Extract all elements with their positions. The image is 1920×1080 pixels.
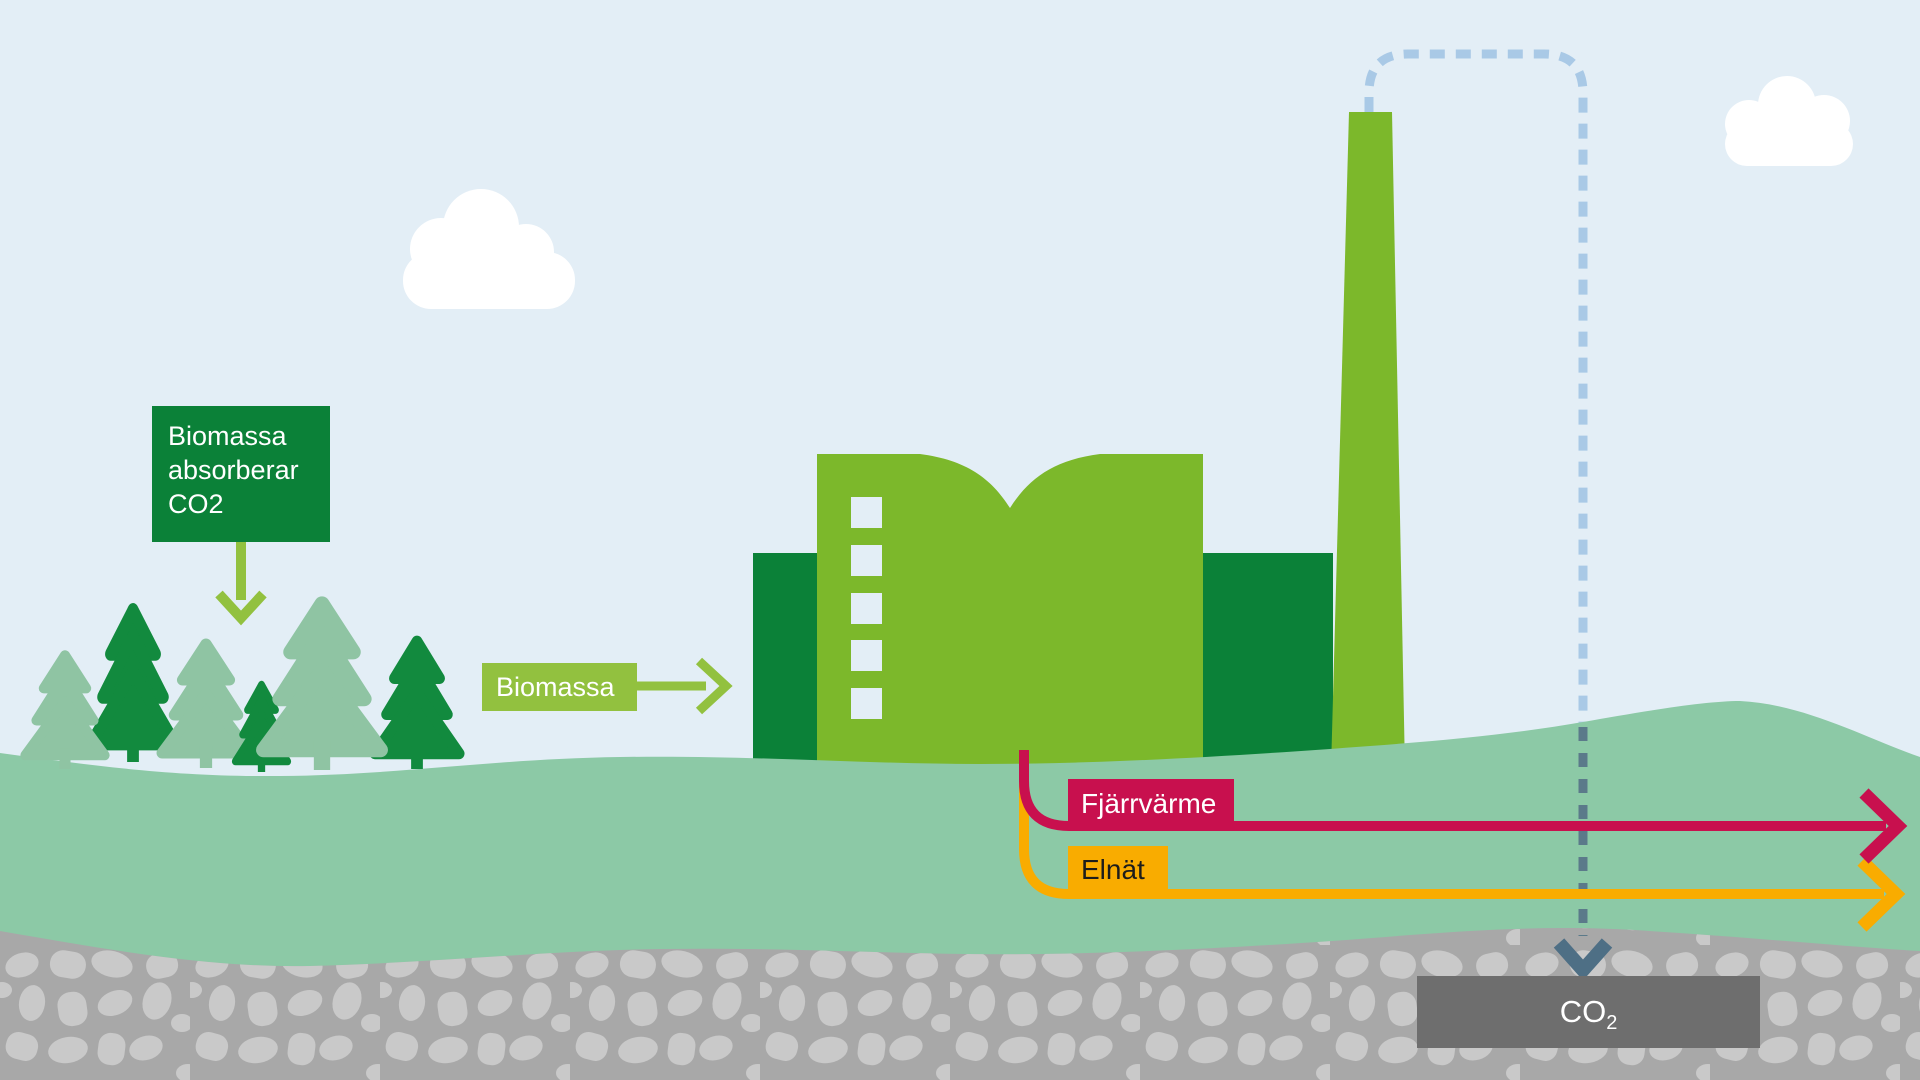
tree-light bbox=[264, 604, 381, 770]
power-grid-arrow-icon bbox=[1857, 856, 1906, 932]
biomass-absorbs-co2-label: Biomassa absorberar CO2 bbox=[152, 406, 330, 542]
cloud-icon bbox=[403, 189, 575, 309]
co2-subscript: 2 bbox=[1606, 1012, 1618, 1035]
co2-text: CO bbox=[1559, 994, 1607, 1029]
plant-wing-left bbox=[753, 553, 817, 772]
plant-main-building bbox=[817, 454, 1203, 772]
power-grid-line bbox=[1019, 750, 1906, 932]
plant-wing-right bbox=[1203, 553, 1333, 772]
forest bbox=[25, 604, 459, 772]
co2-arrow-down-icon bbox=[1553, 938, 1613, 981]
tree-dark bbox=[91, 610, 175, 762]
district-heating-arrow-icon bbox=[1859, 788, 1908, 864]
co2-capture-route-dashed-sky bbox=[1364, 49, 1588, 723]
absorb-arrow-down-icon bbox=[215, 542, 267, 626]
elnat-label: Elnät bbox=[1068, 846, 1168, 894]
power-plant bbox=[753, 112, 1405, 772]
tree-light bbox=[162, 644, 250, 768]
tree-light bbox=[25, 655, 104, 769]
co2-storage-label: CO2 bbox=[1417, 976, 1760, 1048]
district-heating-line bbox=[1019, 750, 1908, 864]
fjarrvarme-label: Fjärrvärme bbox=[1068, 779, 1234, 829]
biomassa-label: Biomassa bbox=[482, 663, 637, 711]
chimney bbox=[1331, 112, 1405, 770]
biomassa-arrow-right-icon bbox=[637, 657, 733, 715]
cloud-icon bbox=[1725, 76, 1853, 166]
plant-windows bbox=[851, 497, 882, 719]
